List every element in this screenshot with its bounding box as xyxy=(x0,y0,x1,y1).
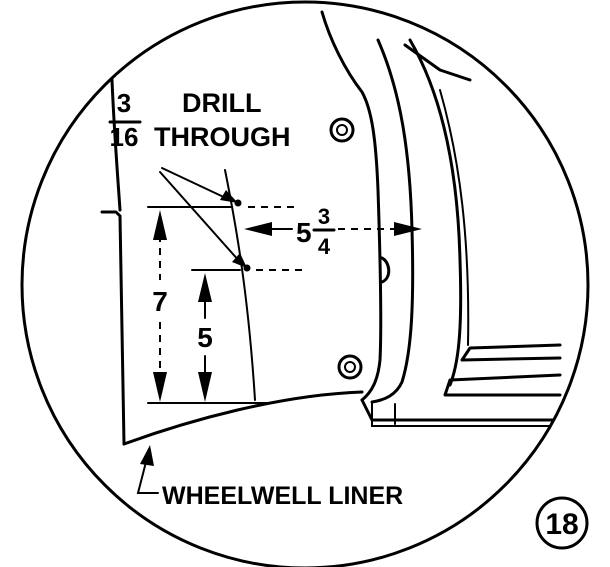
door-panel-edge xyxy=(408,38,463,387)
dimension-5-3-4-line xyxy=(244,222,422,236)
horizontal-dimension-whole: 5 xyxy=(296,217,312,248)
dimension-5-line xyxy=(198,273,212,402)
liner-leader xyxy=(136,445,159,494)
step-number-badge xyxy=(535,496,589,550)
liner-left-edge-upper xyxy=(110,78,122,212)
extension-lines xyxy=(147,206,302,404)
window-lower-edge xyxy=(403,43,472,82)
drill-size-denominator: 16 xyxy=(110,122,139,152)
vehicle-body-panel xyxy=(320,10,562,427)
rocker-bottom-edge xyxy=(360,398,562,422)
vertical-dimension-5: 5 xyxy=(197,322,213,353)
upper-bolt xyxy=(329,117,355,143)
dimension-7-line xyxy=(153,210,167,402)
door-edge xyxy=(370,38,415,404)
detail-circle xyxy=(20,0,590,567)
liner-left-edge-lower xyxy=(118,214,126,446)
lower-bolt xyxy=(337,354,363,380)
liner-edge-notch xyxy=(100,210,122,218)
sill-step-lower xyxy=(443,373,562,397)
drill-leader-arrows xyxy=(159,167,247,268)
drill-size-numerator: 3 xyxy=(117,88,131,118)
step-number: 18 xyxy=(545,508,578,541)
horizontal-dimension-denominator: 4 xyxy=(318,234,331,259)
sill-step-upper xyxy=(460,343,562,362)
liner-bottom-edge xyxy=(122,390,364,446)
body-edge-outer xyxy=(320,10,383,402)
rocker-lower-flange xyxy=(371,401,561,427)
through-label: THROUGH xyxy=(154,122,291,152)
drill-label: DRILL xyxy=(182,88,261,118)
body-edge-notch xyxy=(380,256,391,284)
door-panel-line xyxy=(439,89,470,346)
wheelwell-liner-label: WHEELWELL LINER xyxy=(162,482,403,510)
vertical-dimension-7: 7 xyxy=(152,286,168,317)
horizontal-dimension-numerator: 3 xyxy=(318,204,330,229)
